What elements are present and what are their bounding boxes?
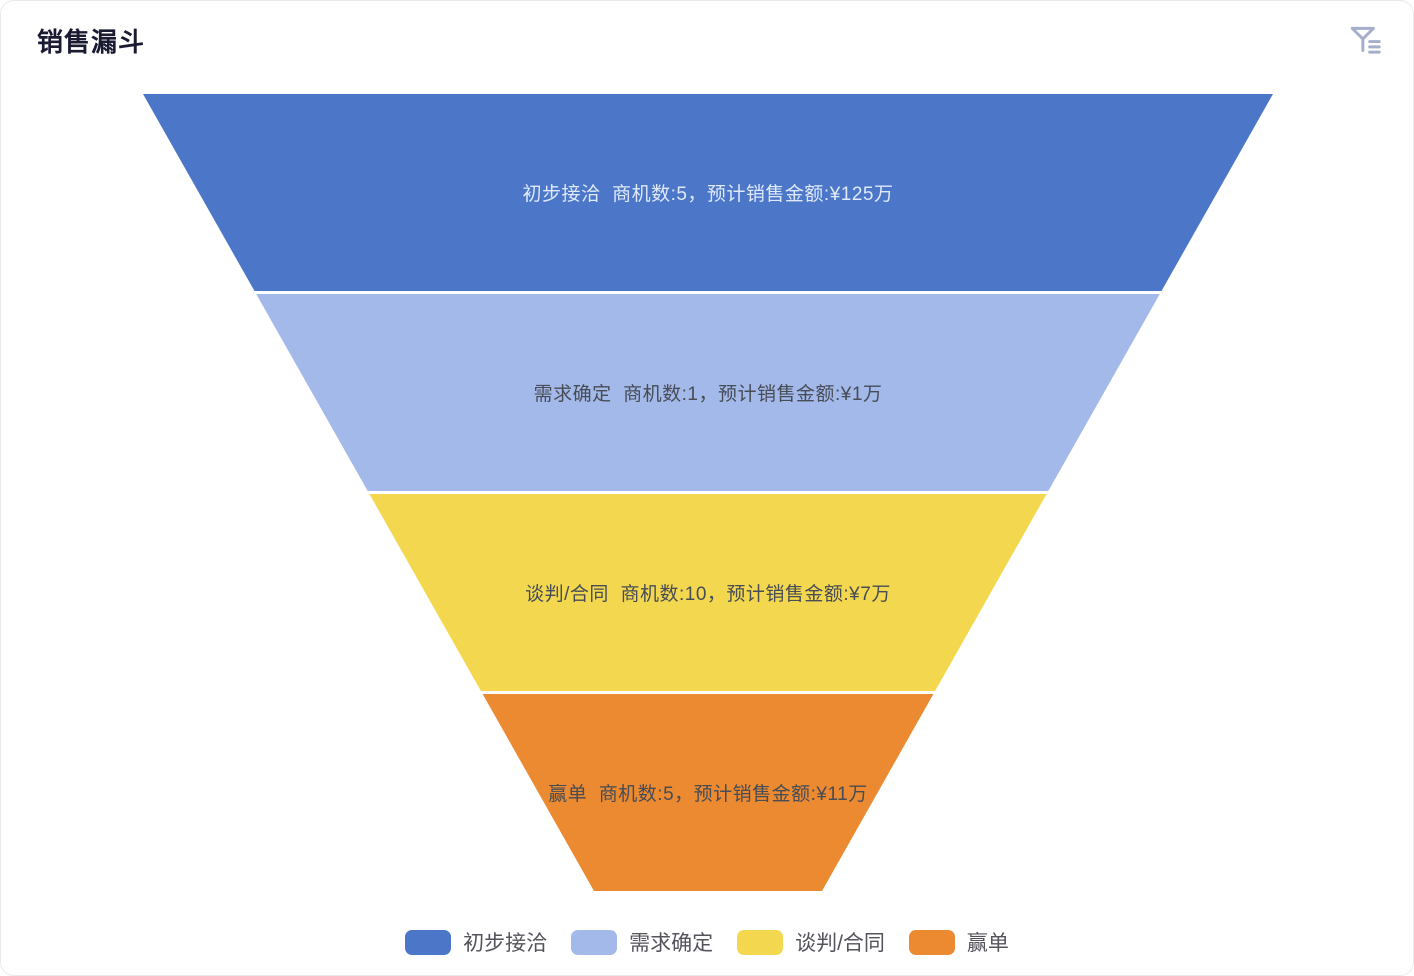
card-header: 销售漏斗: [1, 1, 1413, 79]
legend-label-4: 赢单: [966, 932, 1009, 955]
filter-icon: [1350, 26, 1381, 54]
filter-button[interactable]: [1345, 19, 1387, 61]
legend-label-3: 谈判/合同: [795, 932, 885, 955]
legend-swatch-4: [908, 929, 955, 955]
funnel-stage-3[interactable]: [369, 494, 1047, 691]
legend-label-2: 需求确定: [629, 932, 714, 955]
legend-swatch-2: [571, 929, 618, 955]
funnel-stage-4[interactable]: [482, 694, 934, 891]
page-title: 销售漏斗: [37, 26, 146, 57]
legend-label-1: 初步接洽: [463, 932, 548, 955]
funnel-stage-1[interactable]: [143, 94, 1273, 291]
legend-swatch-3: [737, 929, 784, 955]
legend-item-2[interactable]: 需求确定: [571, 927, 713, 957]
legend-item-4[interactable]: 赢单: [908, 927, 1009, 957]
funnel-chart: 初步接洽 商机数:5，预计销售金额:¥125万 需求确定 商机数:1，预计销售金…: [143, 94, 1273, 891]
legend-item-3[interactable]: 谈判/合同: [737, 927, 885, 957]
legend-swatch-1: [405, 929, 452, 955]
legend-item-1[interactable]: 初步接洽: [405, 927, 547, 957]
legend: 初步接洽 需求确定 谈判/合同 赢单: [1, 919, 1413, 965]
funnel-stage-2[interactable]: [256, 294, 1160, 491]
